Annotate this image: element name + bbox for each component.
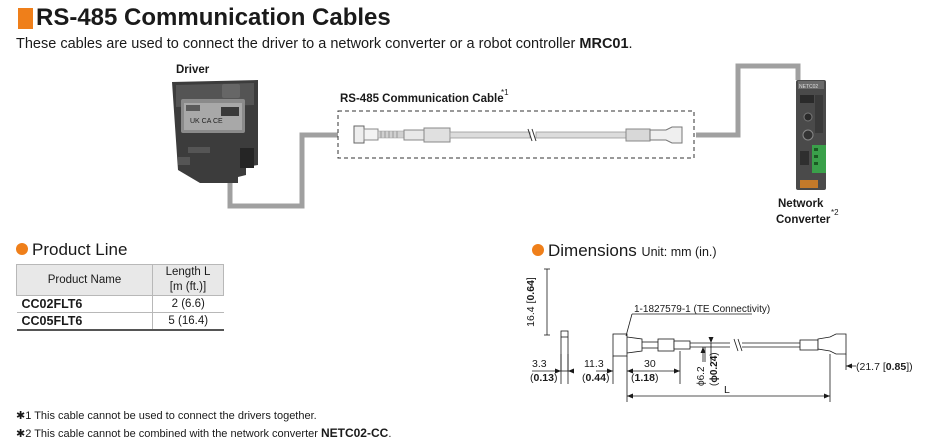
dimensions-unit: Unit: mm (in.) bbox=[641, 245, 717, 259]
page-description: These cables are used to connect the dri… bbox=[16, 36, 633, 52]
dim-11.3-in: (0.44) bbox=[582, 372, 609, 384]
product-name: CC05FLT6 bbox=[16, 312, 153, 331]
converter-label-line1: Network bbox=[778, 198, 824, 210]
driver-link-line bbox=[227, 132, 338, 209]
dimension-drawing: 16.4 [0.64] 1-1827579-1 (TE Connectivity… bbox=[525, 268, 913, 402]
dim-30-mm: 30 bbox=[644, 358, 656, 370]
dim-21.7: (21.7 [0.85]) bbox=[856, 361, 913, 373]
dim-3.3-mm: 3.3 bbox=[532, 358, 547, 370]
converter-model: NETC02-CC bbox=[320, 426, 389, 440]
page-title: RS-485 Communication Cables bbox=[36, 4, 391, 31]
note-2: ✱2 This cable cannot be combined with th… bbox=[16, 426, 392, 440]
connection-diagram: UK CA CE Driver RS-485 Communication Cab… bbox=[172, 63, 839, 226]
note-1: ✱1 This cable cannot be used to connect … bbox=[16, 410, 317, 422]
dim-3.3-in: (0.13) bbox=[530, 372, 557, 384]
bullet-icon bbox=[16, 243, 28, 255]
converter-label-line2: Converter bbox=[776, 214, 831, 226]
bullet-icon bbox=[532, 244, 544, 256]
svg-text:UK CA CE: UK CA CE bbox=[190, 118, 223, 125]
dim-diameter-in: (ϕ0.24) bbox=[709, 352, 720, 386]
dim-length-label: L bbox=[724, 384, 730, 396]
title-accent-bar bbox=[18, 8, 33, 29]
cable-frame bbox=[337, 110, 695, 159]
table-row: CC05FLT6 5 (16.4) bbox=[16, 312, 224, 331]
converter-note-mark: *2 bbox=[831, 208, 839, 217]
svg-text:NETC02: NETC02 bbox=[799, 84, 818, 90]
dim-height: 16.4 [0.64] bbox=[525, 277, 537, 327]
dim-diameter-mm: ϕ6.2 bbox=[696, 366, 707, 386]
dim-30-in: (1.18) bbox=[631, 372, 658, 384]
cable-label: RS-485 Communication Cable bbox=[340, 93, 504, 105]
converter-link-line bbox=[696, 63, 801, 138]
col-length: Length L bbox=[152, 264, 224, 280]
dimensions-heading: Dimensions Unit: mm (in.) bbox=[532, 241, 717, 261]
driver-label: Driver bbox=[176, 64, 210, 76]
connector-part-number: 1-1827579-1 (TE Connectivity) bbox=[634, 304, 770, 315]
cable-image bbox=[353, 125, 683, 144]
cable-note-mark: *1 bbox=[501, 88, 509, 97]
product-line-heading: Product Line bbox=[16, 240, 127, 260]
controller-model: MRC01 bbox=[579, 36, 629, 52]
col-length-unit: [m (ft.)] bbox=[152, 280, 224, 296]
product-table: Product Name Length L [m (ft.)] CC02FLT6… bbox=[16, 264, 224, 331]
table-row: CC02FLT6 2 (6.6) bbox=[16, 295, 224, 313]
dim-11.3-mm: 11.3 bbox=[584, 358, 604, 370]
product-length: 5 (16.4) bbox=[152, 312, 224, 331]
col-product-name: Product Name bbox=[16, 264, 153, 296]
network-converter-image: NETC02 bbox=[796, 80, 826, 190]
driver-image: UK CA CE bbox=[172, 80, 258, 183]
product-length: 2 (6.6) bbox=[152, 295, 224, 313]
product-name: CC02FLT6 bbox=[16, 295, 153, 313]
